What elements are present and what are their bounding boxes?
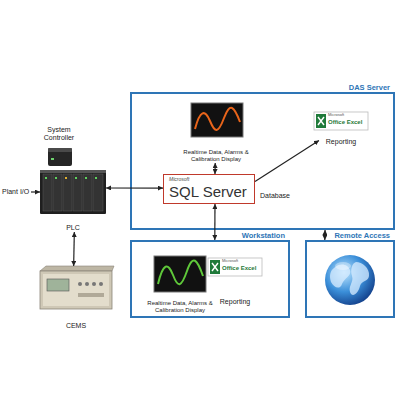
- group-title: DAS Server: [349, 83, 390, 92]
- product-name: SQL Server: [169, 183, 247, 200]
- io-label: Plant I/O: [2, 188, 29, 196]
- group-box: WorkstationRealtime Data, Alarms & Calib…: [130, 240, 290, 318]
- display-node: Realtime Data, Alarms & Calibration Disp…: [178, 101, 254, 163]
- display-caption: Realtime Data, Alarms & Calibration Disp…: [178, 149, 254, 163]
- function-label: Reporting: [206, 298, 264, 306]
- product-name: Office Excel: [328, 118, 362, 126]
- brand-text: Microsoft: [222, 259, 238, 263]
- display-node: Realtime Data, Alarms & Calibration Disp…: [142, 254, 218, 314]
- brand-text: Microsoft: [169, 177, 189, 182]
- device-label: System Controller: [39, 126, 79, 142]
- connector-arrow: [106, 187, 163, 188]
- realtime-screen: [154, 256, 206, 292]
- excel-logo: [208, 258, 262, 276]
- database-box: MicrosoftSQL ServerDatabase: [163, 174, 255, 204]
- product-name: Office Excel: [222, 264, 256, 272]
- group-title: Workstation: [242, 231, 285, 240]
- device-label: CEMS: [27, 322, 125, 330]
- display-caption: Realtime Data, Alarms & Calibration Disp…: [142, 300, 218, 314]
- side-label: Database: [260, 192, 290, 200]
- group-box: DAS ServerRealtime Data, Alarms & Calibr…: [130, 92, 395, 230]
- io-arrow: [31, 191, 40, 192]
- device-node: CEMS: [37, 266, 115, 330]
- connector-arrow: [214, 204, 215, 240]
- connector-arrow: [214, 163, 215, 174]
- excel-logo: [314, 112, 368, 130]
- brand-text: Microsoft: [328, 113, 344, 117]
- reporting-node: MicrosoftOffice ExcelReporting: [312, 110, 370, 146]
- plc-device: [40, 170, 106, 214]
- controller-device: [48, 148, 72, 166]
- group-title: Remote Access: [334, 231, 390, 240]
- realtime-screen: [191, 103, 243, 137]
- cems-device: [40, 266, 114, 309]
- globe-icon: [325, 255, 375, 305]
- reporting-node: MicrosoftOffice ExcelReporting: [206, 256, 264, 306]
- device-node: System Controller: [34, 126, 84, 168]
- connector-arrow: [324, 230, 325, 240]
- function-label: Reporting: [312, 138, 370, 146]
- group-box: Remote Access: [305, 240, 395, 318]
- connector-arrow: [255, 141, 319, 182]
- device-node: PLC: [40, 170, 106, 232]
- device-label: PLC: [30, 224, 116, 232]
- connector-arrow: [73, 232, 75, 266]
